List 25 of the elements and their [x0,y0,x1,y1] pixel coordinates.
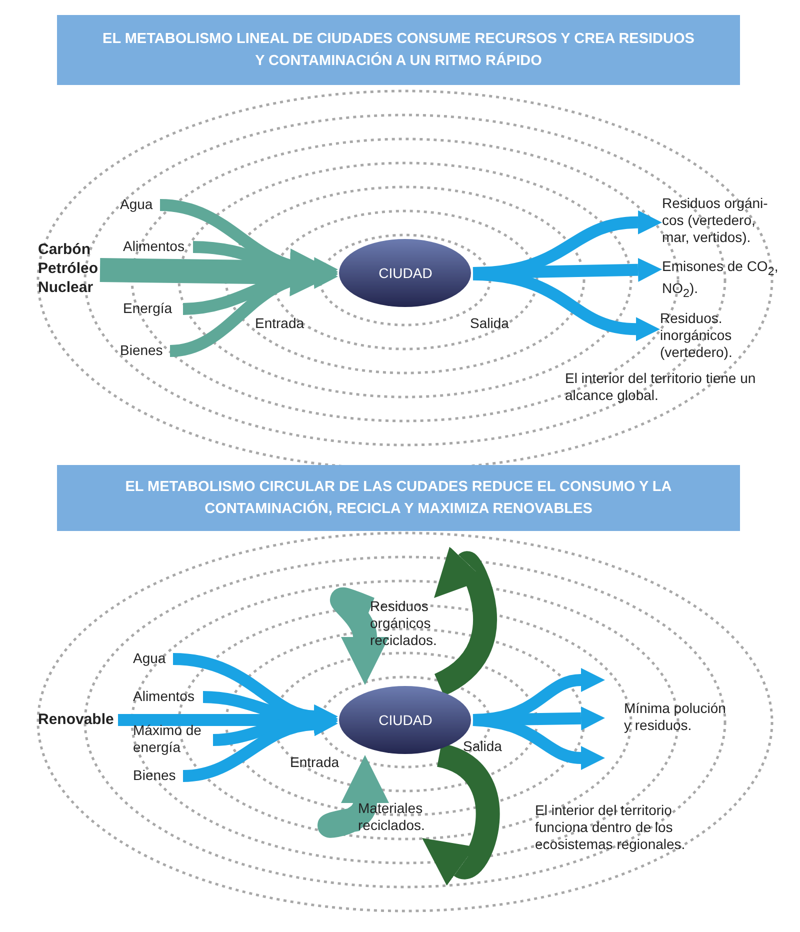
flow-label: Máximo de energía [133,722,213,758]
title-banner: EL METABOLISMO CIRCULAR DE LAS CUDADES REDUCE EL CONSUMO Y LA CONTAMINACIÓN, RECICLA Y MAXIMIZA RENOVABLES [57,465,740,531]
flow-label: Agua [120,196,160,214]
title-banner: EL METABOLISMO LINEAL DE CIUDADES CONSUME RECURSOS Y CREA RESIDUOS Y CONTAMINACIÓN A UN RITMO RÁPIDO [57,15,740,85]
flow-label: Residuos orgáni-cos (vertedero, mar, vertidos). [662,195,782,250]
source-label: Renovable [38,710,118,730]
flow-label: Salida [470,315,510,332]
flow-label: Mínima polución y residuos. [624,700,727,734]
city-ellipse [338,238,473,308]
flow-label: Bienes [120,342,170,360]
flow-label: Residuos. inorgánicos (vertedero). [660,310,770,365]
flow-label: Energía [123,300,183,318]
flow-label: Agua [133,650,173,668]
city-label: CIUDAD [378,264,432,282]
flow-label: Alimentos [123,238,193,256]
flow-label: Bienes [133,767,183,785]
flow-label: Alimentos [133,688,203,706]
source-label: Carbón Petróleo Nuclear [38,240,100,300]
flow-label: Salida [463,738,503,755]
note-text: El interior del territorio tiene un alcance global. [565,370,757,404]
flow-label: Emisones de CO$_{2}$, NO$_{2}$). [662,258,782,296]
flow-arrow [472,258,662,282]
city-label: CIUDAD [378,712,432,728]
flow-label: Entrada [255,315,306,332]
note-text: El interior del territorio funciona dentro de los ecosistemas regionales. [535,802,686,853]
